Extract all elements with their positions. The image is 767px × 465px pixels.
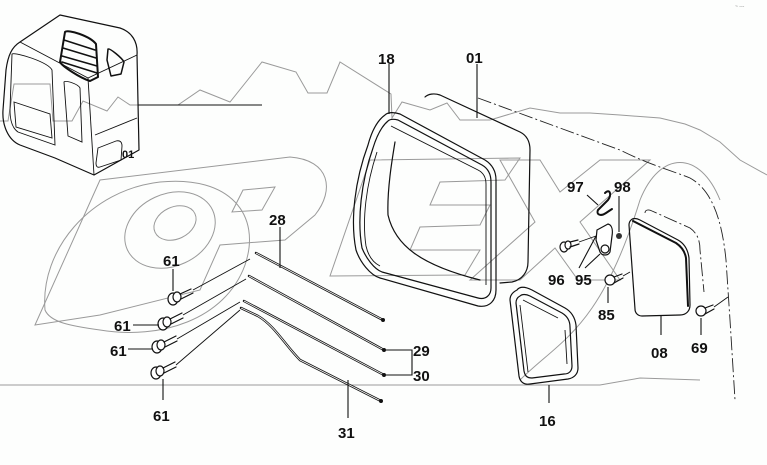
cab-small-window — [106, 48, 125, 77]
watermark-logo — [0, 61, 767, 386]
watermark-letter-p — [34, 156, 327, 326]
rod-30-end — [382, 373, 386, 377]
bolt-61-a — [167, 258, 251, 306]
cab-lower-window — [13, 101, 53, 139]
callout-28: 28 — [269, 212, 286, 229]
pin-69 — [695, 296, 729, 317]
cab-inset-illustration: 01 — [2, 14, 262, 176]
leader-lines — [128, 64, 702, 418]
bolt-61-c — [151, 301, 241, 354]
window-seal-16 — [509, 286, 579, 385]
callout-85: 85 — [598, 307, 615, 324]
cab-side-section — [94, 117, 138, 136]
watermark-letter-e — [329, 157, 521, 277]
callout-29: 29 — [413, 343, 430, 360]
callout-69: 69 — [691, 340, 708, 357]
rod-28-end — [381, 318, 385, 322]
bolt-61-b — [157, 278, 247, 331]
cab-pillar — [87, 77, 95, 176]
cab-inset-marker: 01 — [122, 149, 134, 161]
callout-08: 08 — [651, 345, 668, 362]
cab-rear-window — [95, 140, 123, 168]
cab-front-panel — [9, 53, 56, 146]
callout-18: 18 — [378, 51, 395, 68]
corner-mark: ~ --- — [735, 4, 745, 10]
callout-16: 16 — [539, 413, 556, 430]
callout-30: 30 — [413, 368, 430, 385]
rod-31 — [239, 306, 383, 403]
latch-hardware — [559, 190, 729, 317]
callout-61-b: 61 — [114, 318, 131, 335]
watermark-letter-x — [468, 159, 652, 281]
nut-98 — [616, 233, 622, 239]
watermark-letter-o-inner — [124, 191, 216, 269]
callout-61-d: 61 — [153, 408, 170, 425]
cab-door-window — [63, 81, 83, 143]
bolt-96 — [559, 235, 597, 253]
rods — [239, 251, 386, 403]
window-glass-01 — [387, 93, 531, 284]
callout-01: 01 — [466, 50, 483, 67]
cab-body-outline — [2, 14, 140, 176]
watermark-letter-o — [44, 180, 250, 333]
watermark-gear-outline — [0, 61, 767, 176]
latch-roller — [600, 244, 610, 254]
rod-29-end — [382, 348, 386, 352]
side-glass-08-seal — [632, 220, 689, 307]
cab-highlighted-window — [59, 30, 99, 82]
callout-61-c: 61 — [110, 343, 127, 360]
cab-outline-rear — [477, 97, 736, 401]
window-seal-18 — [352, 112, 497, 307]
bolt-61-d — [150, 309, 241, 380]
callout-61-a: 61 — [163, 253, 180, 270]
bolts-61 — [150, 258, 251, 380]
callout-95: 95 — [575, 272, 592, 289]
callout-97: 97 — [567, 179, 584, 196]
watermark-arc — [519, 162, 721, 381]
rod-31-end — [379, 399, 383, 403]
callout-31: 31 — [338, 425, 355, 442]
watermark-letter-p-hole — [231, 186, 276, 213]
cab-opening-outline — [644, 209, 705, 293]
side-glass-08 — [628, 217, 691, 317]
callout-98: 98 — [614, 179, 631, 196]
callout-96: 96 — [548, 272, 565, 289]
pin-85 — [604, 271, 631, 286]
callout-labels: 18 01 28 29 30 31 61 61 61 61 16 97 98 9… — [110, 50, 708, 442]
watermark-letter-o-hole — [153, 205, 197, 241]
spring-97 — [596, 190, 613, 216]
watermark-baseline — [0, 377, 701, 386]
